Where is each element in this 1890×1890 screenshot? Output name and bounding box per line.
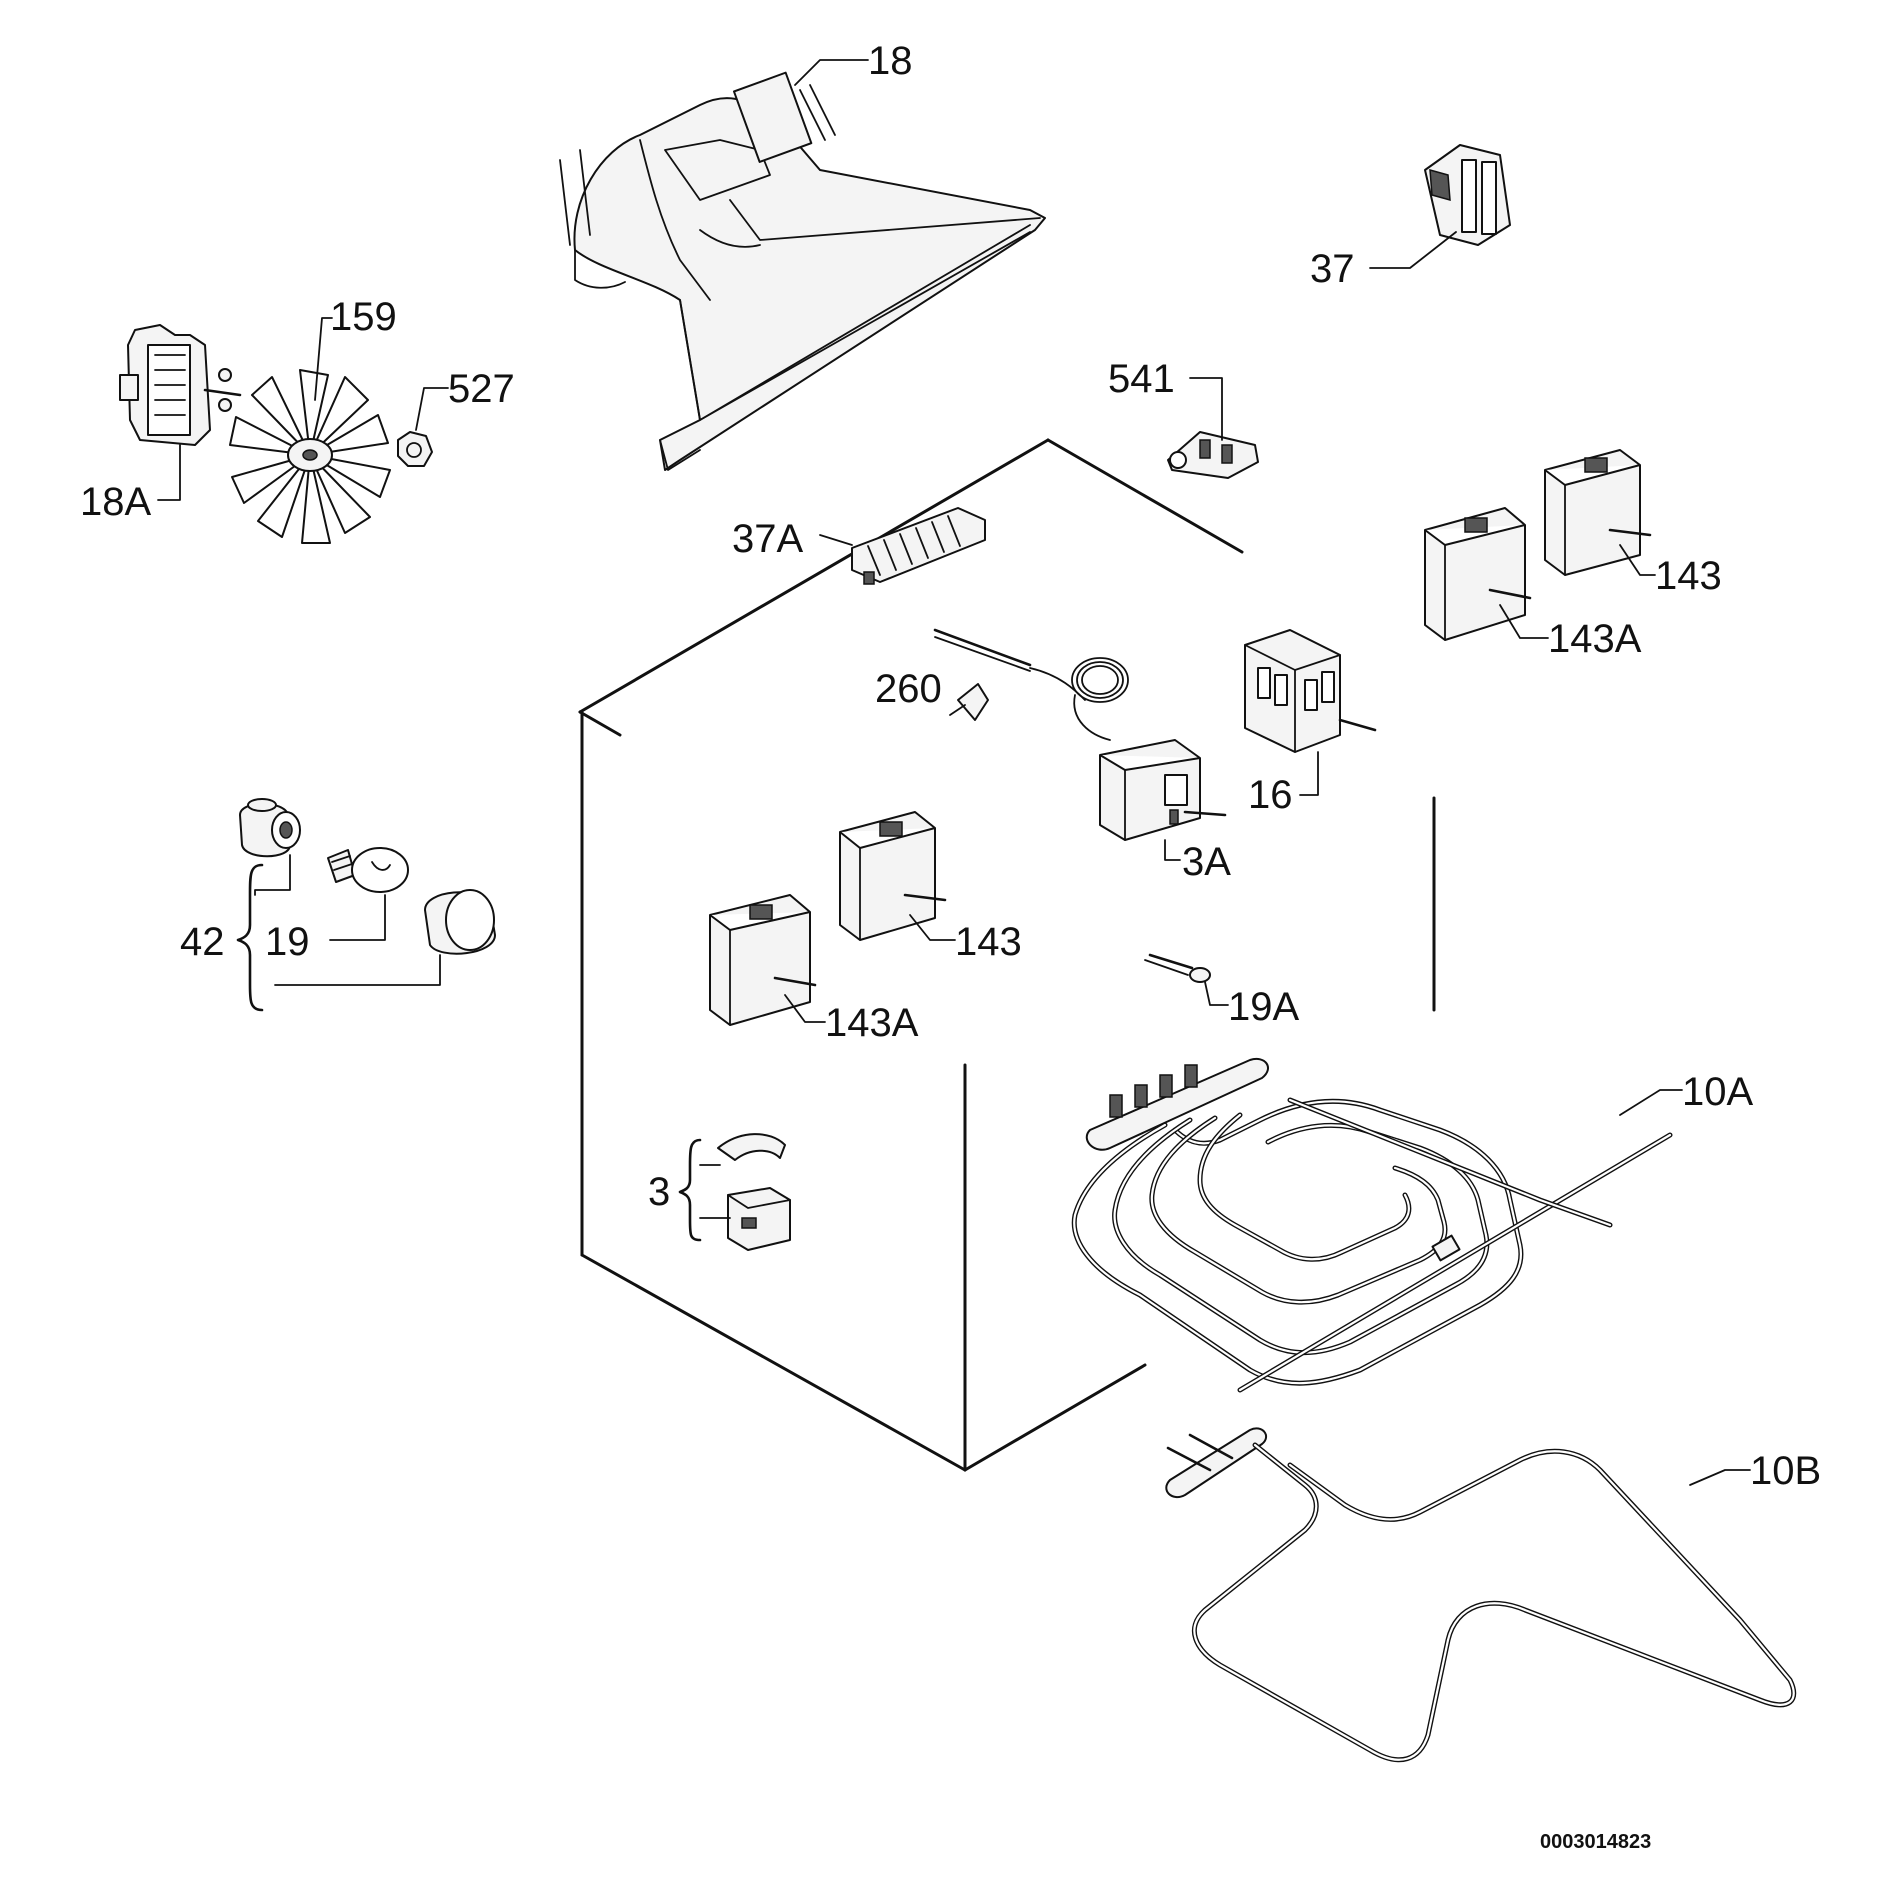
label-37a: 37A	[732, 517, 803, 561]
leader-10b	[1689, 1469, 1751, 1486]
leader-10a	[1619, 1089, 1683, 1116]
label-3a: 3A	[1182, 840, 1231, 884]
label-541: 541	[1108, 357, 1175, 401]
label-19a: 19A	[1228, 985, 1299, 1029]
label-10b: 10B	[1750, 1449, 1821, 1493]
fan-motor-part	[119, 324, 242, 446]
lamp-bulb-part	[327, 847, 409, 893]
leader-19a	[1204, 981, 1229, 1006]
leader-37a	[819, 534, 853, 546]
thermostat-part	[933, 628, 1227, 841]
leader-42-top	[254, 854, 291, 896]
label-10a: 10A	[1682, 1070, 1753, 1114]
label-37: 37	[1310, 247, 1355, 291]
label-18: 18	[868, 39, 913, 83]
label-260: 260	[875, 667, 942, 711]
leader-19	[329, 894, 386, 941]
energy-regulator-143-left	[839, 811, 947, 941]
leader-143-right	[1619, 544, 1656, 576]
lamp-holder-part	[239, 798, 301, 858]
brace-42	[236, 863, 264, 1012]
energy-regulator-143-right	[1544, 449, 1652, 576]
leader-541	[1189, 377, 1223, 441]
drawing-number: 0003014823	[1540, 1831, 1651, 1853]
label-143-right: 143	[1655, 554, 1722, 598]
upper-heating-element-part	[1071, 1057, 1673, 1393]
label-527: 527	[448, 367, 515, 411]
leader-143a-left	[784, 994, 826, 1023]
label-143a-right: 143A	[1548, 617, 1642, 661]
oven-cavity-outline	[578, 438, 1436, 1472]
leader-18a	[157, 444, 181, 501]
label-16: 16	[1248, 773, 1293, 817]
sensor-pin-part	[1144, 953, 1211, 983]
label-159: 159	[330, 295, 397, 339]
lamp-cover-part	[424, 889, 496, 955]
terminal-strip-part	[851, 507, 986, 585]
label-42: 42	[180, 920, 225, 964]
label-3: 3	[648, 1170, 670, 1214]
leader-159	[314, 317, 333, 401]
leader-143-left	[909, 914, 956, 941]
thermostat-clip-part	[949, 683, 989, 721]
label-143-left: 143	[955, 920, 1022, 964]
lower-heating-element-part	[1165, 1427, 1797, 1763]
leader-18	[794, 59, 869, 86]
selector-switch-part	[1244, 629, 1377, 753]
leader-16	[1299, 751, 1319, 796]
energy-regulator-143a-left	[709, 894, 817, 1026]
fan-blade-part	[229, 369, 391, 544]
terminal-connector-part	[1424, 144, 1511, 246]
leader-3a	[1164, 839, 1181, 861]
small-connector-part	[1167, 431, 1259, 479]
cooling-duct-part	[559, 71, 1046, 471]
leader-42-bottom	[274, 954, 441, 986]
door-latch-part	[717, 1133, 791, 1251]
energy-regulator-143a-right	[1424, 507, 1532, 641]
leader-37	[1369, 231, 1457, 269]
label-18a: 18A	[80, 480, 151, 524]
leader-143a-right	[1499, 604, 1549, 639]
brace-3	[678, 1138, 702, 1242]
label-19: 19	[265, 920, 310, 964]
label-143a-left: 143A	[825, 1001, 919, 1045]
nut-part	[397, 431, 433, 467]
leader-527	[415, 387, 449, 431]
